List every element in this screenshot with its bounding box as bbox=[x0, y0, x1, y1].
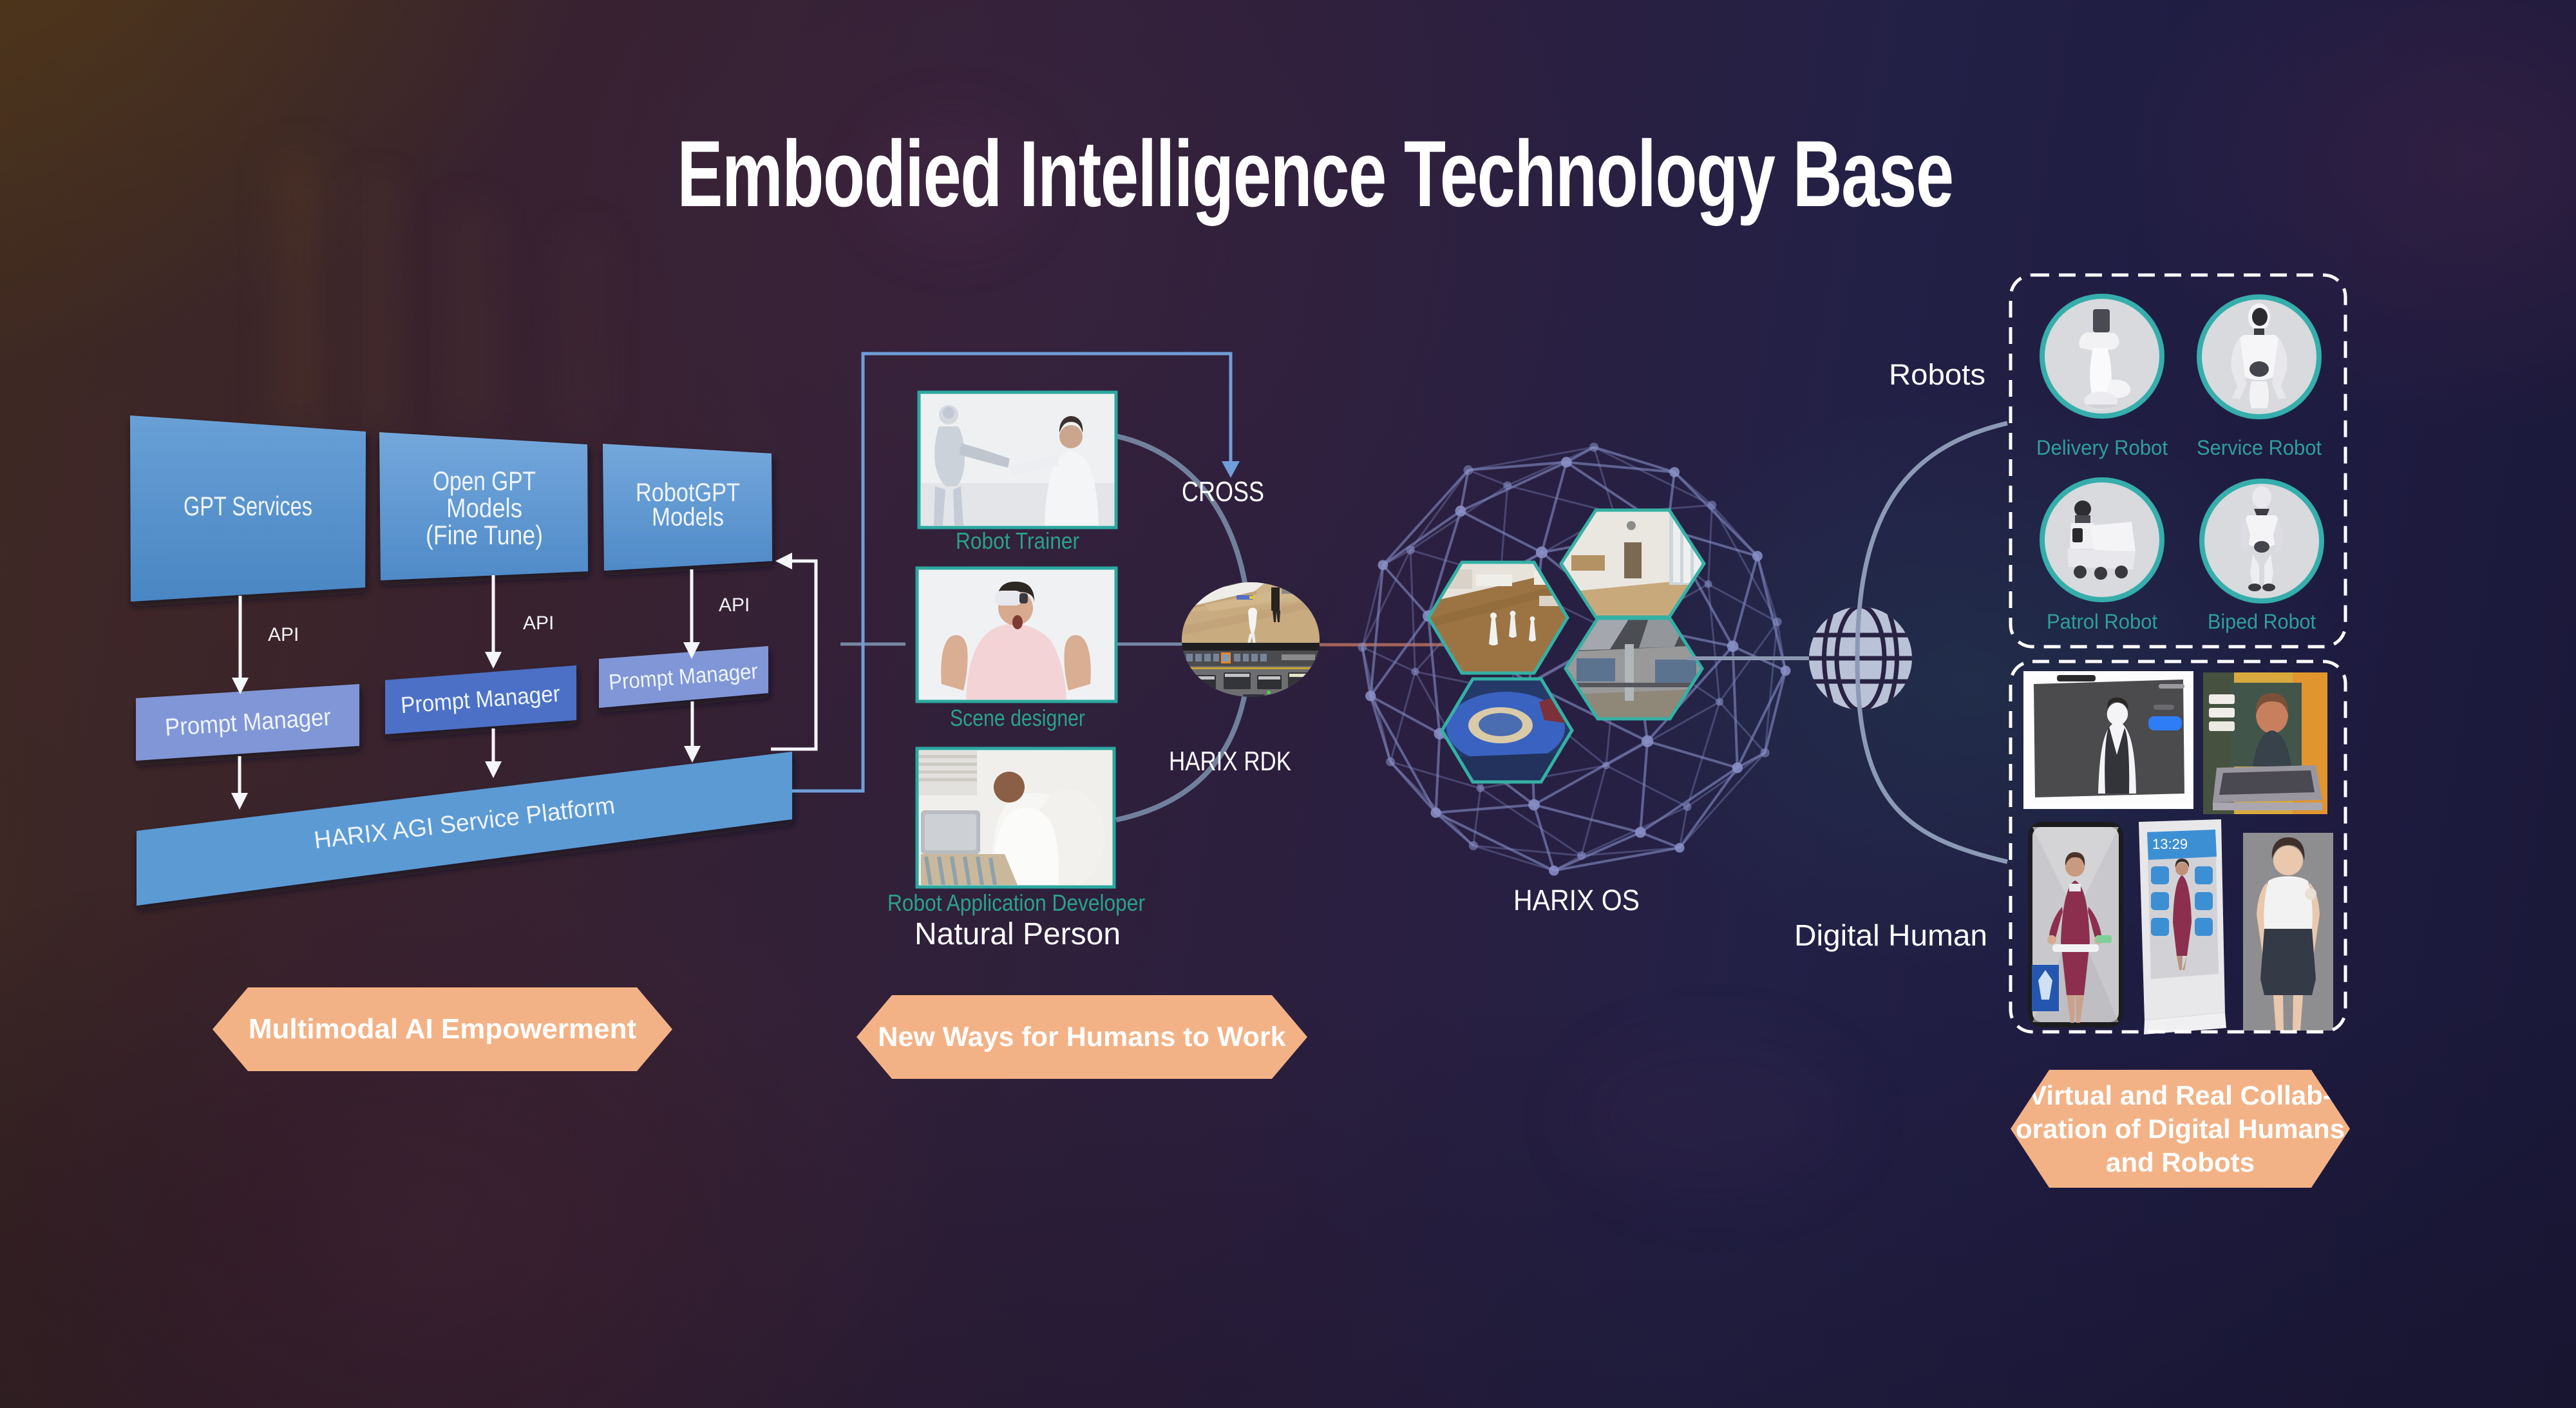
svg-text:Robot Trainer: Robot Trainer bbox=[956, 528, 1079, 554]
svg-text:GPT Services: GPT Services bbox=[184, 491, 312, 521]
svg-text:API: API bbox=[719, 595, 750, 616]
svg-text:Robots: Robots bbox=[1889, 358, 1985, 391]
svg-text:API: API bbox=[523, 613, 554, 634]
svg-text:Open GPT: Open GPT bbox=[433, 466, 536, 496]
svg-text:RobotGPT: RobotGPT bbox=[636, 479, 740, 507]
svg-text:Scene designer: Scene designer bbox=[950, 705, 1085, 731]
svg-text:Models: Models bbox=[446, 493, 522, 523]
svg-text:Models: Models bbox=[652, 503, 724, 531]
svg-text:HARIX RDK: HARIX RDK bbox=[1169, 746, 1291, 776]
svg-text:HARIX OS: HARIX OS bbox=[1513, 884, 1640, 917]
svg-text:Natural Person: Natural Person bbox=[914, 917, 1121, 951]
svg-text:(Fine Tune): (Fine Tune) bbox=[426, 520, 543, 550]
svg-text:CROSS: CROSS bbox=[1182, 476, 1264, 508]
svg-text:13:29: 13:29 bbox=[2152, 836, 2188, 852]
svg-text:Digital Human: Digital Human bbox=[1794, 918, 1987, 952]
svg-text:Service Robot: Service Robot bbox=[2197, 436, 2322, 459]
svg-text:API: API bbox=[268, 624, 299, 645]
svg-text:Patrol Robot: Patrol Robot bbox=[2047, 610, 2157, 633]
svg-text:Delivery Robot: Delivery Robot bbox=[2036, 436, 2168, 459]
svg-text:Biped Robot: Biped Robot bbox=[2208, 610, 2316, 633]
svg-text:Robot Application Developer: Robot Application Developer bbox=[887, 890, 1145, 916]
